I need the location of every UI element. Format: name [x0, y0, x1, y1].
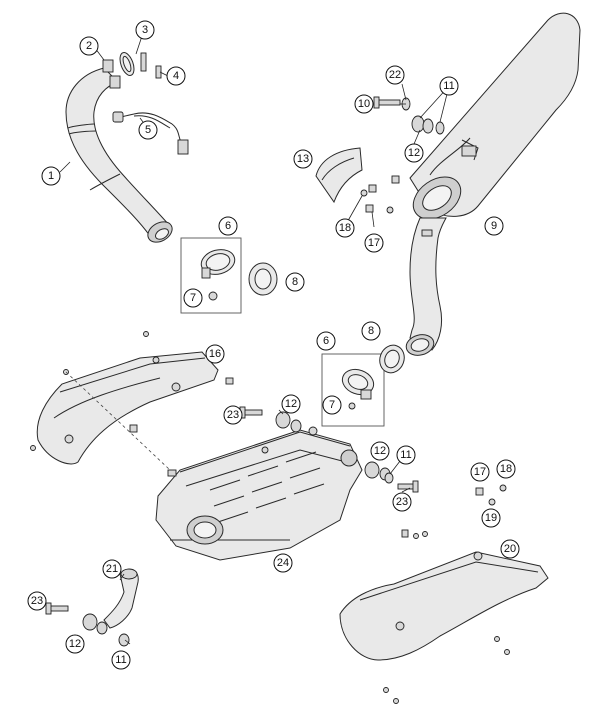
- svg-text:17: 17: [368, 237, 380, 249]
- svg-text:18: 18: [500, 463, 512, 475]
- callout-24: 24: [273, 553, 293, 573]
- catalyst-box: [155, 426, 363, 561]
- callout-20: 20: [500, 539, 520, 559]
- mount-bolt-23-right: [397, 480, 419, 493]
- callout-12-right: 12: [370, 441, 390, 461]
- svg-text:8: 8: [292, 276, 298, 288]
- callout-8-top: 8: [285, 272, 305, 292]
- callout-2: 2: [79, 36, 99, 56]
- svg-text:11: 11: [443, 80, 454, 92]
- svg-text:5: 5: [145, 124, 151, 136]
- callout-21: 21: [102, 559, 122, 579]
- callout-7-lower: 7: [322, 395, 342, 415]
- svg-text:21: 21: [106, 563, 118, 575]
- svg-text:4: 4: [173, 70, 179, 82]
- clamp-box-lower: [321, 353, 385, 427]
- callout-18-top: 18: [335, 218, 355, 238]
- callout-12-lower: 12: [65, 634, 85, 654]
- sealing-ring-lower: [379, 344, 405, 374]
- washer-11-lower: [118, 633, 130, 647]
- callout-8-lower: 8: [361, 321, 381, 341]
- bushing-12-top: [275, 411, 302, 433]
- svg-text:12: 12: [285, 398, 297, 410]
- mount-bolt-23-lower: [45, 602, 69, 615]
- svg-text:11: 11: [115, 654, 126, 666]
- callout-11-top: 11: [439, 76, 459, 96]
- svg-text:20: 20: [504, 543, 516, 555]
- svg-text:1: 1: [48, 170, 54, 182]
- washer-11-right: [384, 472, 394, 484]
- callout-10: 10: [354, 94, 374, 114]
- callout-23-right: 23: [392, 492, 412, 512]
- svg-text:7: 7: [329, 399, 335, 411]
- bolt-10: [373, 96, 401, 109]
- svg-text:16: 16: [209, 348, 221, 360]
- heat-shield-left: [30, 331, 234, 471]
- callout-1: 1: [41, 166, 61, 186]
- svg-text:7: 7: [190, 292, 196, 304]
- svg-text:22: 22: [389, 69, 401, 81]
- sealing-ring-top: [248, 262, 278, 296]
- header-flange: [102, 59, 121, 89]
- svg-text:6: 6: [323, 335, 329, 347]
- clamp-box-top: [180, 237, 242, 314]
- callout-3: 3: [135, 20, 155, 40]
- svg-text:3: 3: [142, 24, 148, 36]
- header-pipe: [65, 67, 173, 243]
- stud-nut: [155, 65, 162, 79]
- callout-7-top: 7: [183, 288, 203, 308]
- callout-19: 19: [481, 508, 501, 528]
- callout-18-right: 18: [496, 459, 516, 479]
- gasket-ring: [119, 52, 135, 76]
- callout-13: 13: [293, 149, 313, 169]
- callout-12-mid: 12: [281, 394, 301, 414]
- callout-22: 22: [385, 65, 405, 85]
- silencer: [409, 12, 581, 220]
- svg-text:13: 13: [297, 153, 309, 165]
- svg-text:12: 12: [374, 445, 386, 457]
- svg-text:6: 6: [225, 220, 231, 232]
- svg-text:12: 12: [408, 147, 420, 159]
- link-pipe: [405, 217, 447, 356]
- callout-5: 5: [138, 120, 158, 140]
- callout-6-top: 6: [218, 216, 238, 236]
- lambda-sensor: [112, 111, 189, 155]
- callout-23-lower: 23: [27, 591, 47, 611]
- svg-text:8: 8: [368, 325, 374, 337]
- svg-text:18: 18: [339, 222, 351, 234]
- callout-11-right: 11: [396, 445, 416, 465]
- svg-text:10: 10: [358, 98, 370, 110]
- holder-bracket: [103, 568, 139, 629]
- rubber-bushing-top: [411, 115, 445, 135]
- bushing-12-lower: [82, 613, 108, 635]
- heat-shield-small: [315, 147, 400, 214]
- svg-text:2: 2: [86, 40, 92, 52]
- callout-11-lower: 11: [111, 650, 131, 670]
- callout-9: 9: [484, 216, 504, 236]
- svg-text:23: 23: [396, 496, 408, 508]
- svg-text:23: 23: [31, 595, 43, 607]
- bushing-12-right: [364, 461, 391, 481]
- callout-17-top: 17: [364, 233, 384, 253]
- callout-17-right: 17: [470, 462, 490, 482]
- hardware-17-18-19: [475, 484, 507, 506]
- callout-4: 4: [166, 66, 186, 86]
- callout-12-top: 12: [404, 143, 424, 163]
- heat-shield-right: [339, 529, 549, 704]
- svg-text:19: 19: [485, 512, 497, 524]
- callout-6-lower: 6: [316, 331, 336, 351]
- svg-text:11: 11: [400, 449, 411, 461]
- callout-16: 16: [205, 344, 225, 364]
- exhaust-gasket-small: [140, 52, 147, 72]
- svg-text:9: 9: [491, 220, 497, 232]
- mount-bolt-23-top: [239, 406, 263, 419]
- svg-text:24: 24: [277, 557, 289, 569]
- svg-text:12: 12: [69, 638, 81, 650]
- svg-text:23: 23: [227, 409, 239, 421]
- svg-text:17: 17: [474, 466, 486, 478]
- callout-23-top: 23: [223, 405, 243, 425]
